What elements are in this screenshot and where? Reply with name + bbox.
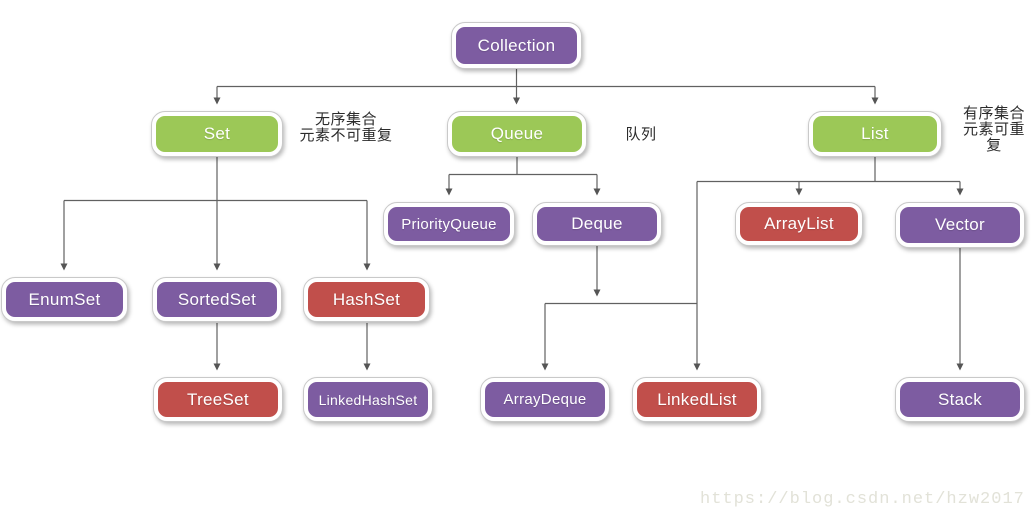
node-arraydeque-label: ArrayDeque [503,391,587,408]
node-linkedhashset-label: LinkedHashSet [318,391,418,408]
node-list-label: List [861,124,889,143]
watermark-url: https://blog.csdn.net/hzw2017 [700,490,1025,509]
node-sortedset-label: SortedSet [177,289,257,309]
node-collection-label: Collection [477,35,556,55]
node-linkedhashset: LinkedHashSet [303,377,433,422]
node-enumset-label: EnumSet [28,289,101,309]
node-priorityqueue: PriorityQueue [383,202,515,246]
node-arraylist: ArrayList [735,202,863,246]
node-treeset: TreeSet [153,377,283,422]
node-priorityqueue-label: PriorityQueue [401,215,497,233]
node-stack: Stack [895,377,1025,422]
node-stack-label: Stack [937,389,983,409]
node-enumset: EnumSet [1,277,128,322]
node-deque: Deque [532,202,662,246]
node-deque-label: Deque [571,214,623,233]
node-set: Set [151,111,283,157]
node-collection: Collection [451,22,582,69]
node-queue-label: Queue [490,124,544,143]
node-linkedlist: LinkedList [632,377,762,422]
node-linkedlist-label: LinkedList [657,389,737,409]
node-vector-label: Vector [935,215,985,234]
node-arraylist-label: ArrayList [764,214,834,233]
node-arraydeque: ArrayDeque [480,377,610,422]
set-annotation: 无序集合 元素不可重复 [299,111,393,144]
node-hashset-label: HashSet [332,289,401,309]
queue-annotation: 队列 [625,126,657,143]
node-list: List [808,111,942,157]
node-queue: Queue [447,111,587,157]
node-hashset: HashSet [303,277,430,322]
node-set-label: Set [203,124,231,143]
node-treeset-label: TreeSet [187,389,249,409]
node-vector: Vector [895,202,1025,248]
list-annotation: 有序集合 元素可重 复 [962,105,1025,154]
node-sortedset: SortedSet [152,277,282,322]
